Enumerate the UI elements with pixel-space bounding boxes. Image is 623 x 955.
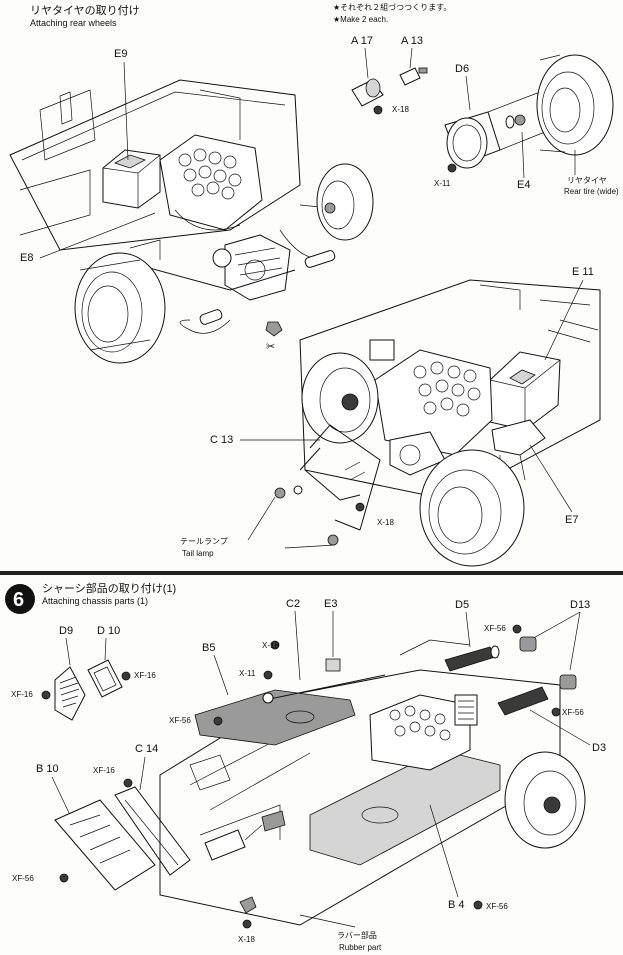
label-x18-b: X-18 [377,518,394,527]
label-d6: D6 [455,63,469,75]
top-title-jp: リヤタイヤの取り付け [30,4,140,17]
label-xf16-b: XF-16 [134,671,156,680]
panel-divider [0,571,623,575]
bottom-title-en: Attaching chassis parts (1) [42,596,148,606]
label-x11: X-11 [239,669,256,678]
part-c14: C 14 XF-16 [93,743,191,876]
label-a17: A 17 [351,35,373,47]
wheel-right-lower [419,449,525,567]
part-d3: D3 [529,709,606,754]
label-d10: D 10 [97,625,120,637]
label-e3: E3 [324,598,337,610]
step-number-badge [5,584,35,614]
label-e11: E 11 [572,266,594,278]
label-e9: E9 [114,48,127,60]
bottom-title-jp: シャーシ部品の取り付け(1) [42,581,176,595]
label-d9: D9 [59,625,73,637]
top-note-en: ★Make 2 each. [333,15,388,24]
label-b4: B 4 [448,899,465,911]
rear-chassis-lower [299,279,601,501]
label-e8: E8 [20,252,33,264]
part-b10: B 10 XF-56 [12,763,156,891]
top-title-en: Attaching rear wheels [30,18,117,28]
label-b5: B5 [202,642,215,654]
label-a13: A 13 [401,35,423,47]
label-rear-tire-en: Rear tire (wide) [564,187,619,196]
top-note-jp: ★それぞれ２組づつつくります。 [333,2,451,12]
label-d13: D13 [570,599,590,611]
label-xf16-a: XF-16 [11,690,33,699]
step-5-panel: リヤタイヤの取り付け Attaching rear wheels ★それぞれ２組… [9,2,619,567]
parts-c2-e3: C2 E3 X-18 X-11 [239,598,386,704]
scissor-icon: ✂ [266,341,275,353]
label-x18-b: X-18 [238,935,255,944]
wheel-right-upper [316,163,374,241]
label-tail-lamp-en: Tail lamp [182,549,214,558]
label-c2: C2 [286,598,300,610]
part-d13: D13 XF-56 [497,599,590,717]
label-c14: C 14 [135,743,158,755]
label-rubber-en: Rubber part [339,943,382,952]
label-rear-tire-jp: リヤタイヤ [567,176,607,185]
step-number: 6 [13,589,24,611]
label-b10: B 10 [36,763,59,775]
parts-d6-tire: D6 X-11 E4 リヤタイヤ Rear tire (wide) [434,54,619,196]
wheel-left-lower [301,352,379,444]
part-c13-bracket: C 13 X-18 テールランプ Tail lamp [180,424,394,558]
wheel-bottom-panel [399,639,586,849]
label-xf56-b: XF-56 [169,716,191,725]
step-6-panel: 6 シャーシ部品の取り付け(1) Attaching chassis parts… [0,575,623,955]
label-tail-lamp-jp: テールランプ [180,537,228,546]
label-xf56-c: XF-56 [484,624,506,633]
part-b5: B5 XF-56 [169,642,356,746]
label-x18-a: X-18 [392,105,409,114]
rear-chassis-upper: ✂ [9,79,336,353]
label-rubber-jp: ラバー部品 [337,930,377,940]
label-c13: C 13 [210,434,233,446]
label-xf56-d: XF-56 [562,708,584,717]
label-e4: E4 [517,179,530,191]
parts-a17-a13: A 17 A 13 X-18 [351,35,428,115]
parts-d9-d10: D9 D 10 XF-16 XF-16 [11,625,156,721]
label-x18-a: X-18 [262,641,279,650]
label-xf56-e: XF-56 [486,902,508,911]
label-xf56-a: XF-56 [12,874,34,883]
label-d3: D3 [592,742,606,754]
label-d5: D5 [455,599,469,611]
wheel-left-upper [74,252,166,364]
chassis-parts-diagram: 6 シャーシ部品の取り付け(1) Attaching chassis parts… [5,581,606,952]
label-xf16-c: XF-16 [93,766,115,775]
part-d5: D5 XF-56 [444,599,522,672]
label-x11: X-11 [434,179,451,188]
engine-lower [369,694,478,771]
label-e7: E7 [565,514,578,526]
rear-wheels-diagram: リヤタイヤの取り付け Attaching rear wheels ★それぞれ２組… [9,2,619,567]
